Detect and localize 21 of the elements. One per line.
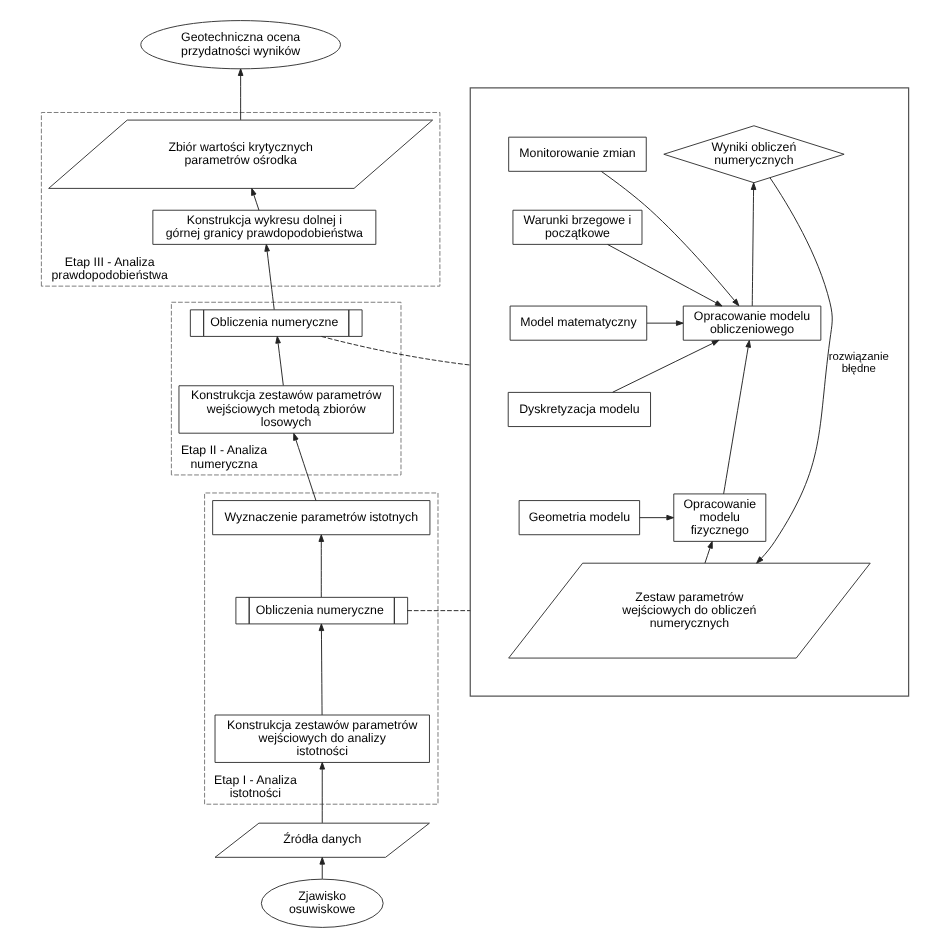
arrow [317,623,324,716]
arrow [749,182,756,307]
cluster [468,87,909,697]
arrow [274,335,283,386]
arrow [317,534,324,598]
connector [320,335,470,366]
connector [405,610,470,612]
arrow [645,320,683,326]
arrow [318,857,325,880]
arrow [599,171,739,307]
arrow [611,339,719,393]
arrow [318,762,325,824]
arrow [250,187,259,211]
arrow [292,432,316,502]
arrow [263,244,274,310]
arrow [638,514,673,521]
arrow [755,177,832,564]
arrow [236,68,243,121]
arrow [606,244,722,307]
arrow [722,340,750,495]
arrow [703,540,712,564]
